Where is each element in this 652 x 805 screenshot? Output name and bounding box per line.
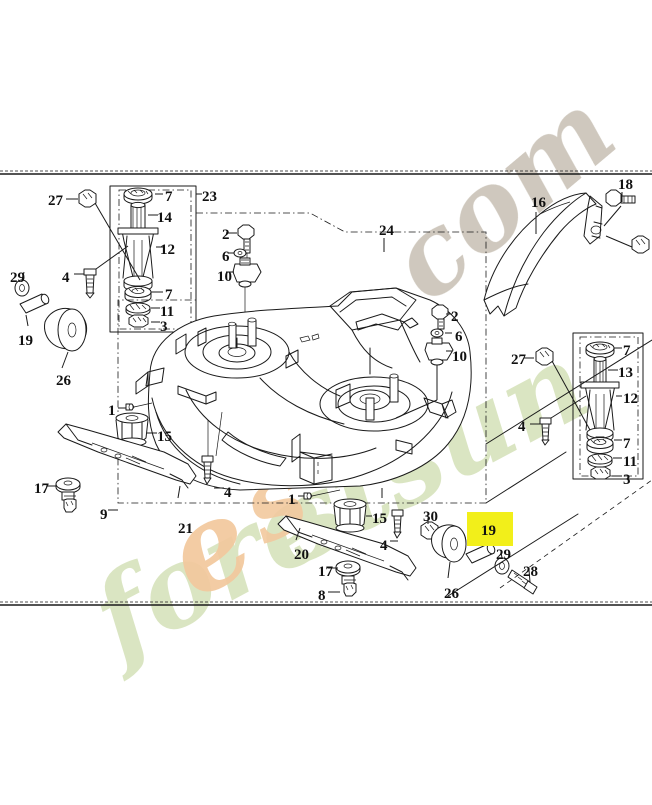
callout-number-8[interactable]: 8 — [318, 588, 326, 604]
callout-number-4[interactable]: 4 — [224, 485, 232, 501]
part-17-right-washer — [335, 560, 361, 577]
callout-number-4[interactable]: 4 — [62, 270, 70, 286]
part-11-right-washer — [587, 453, 613, 468]
callout-number-14[interactable]: 14 — [157, 210, 172, 226]
callout-number-10[interactable]: 10 — [452, 349, 467, 365]
callout-number-4[interactable]: 4 — [380, 538, 388, 554]
part-7-top-right-bearing — [585, 341, 615, 359]
callout-number-17[interactable]: 17 — [318, 564, 333, 580]
callout-number-27[interactable]: 27 — [48, 193, 63, 209]
part-2-top-bolt — [237, 224, 255, 266]
deck-perspective-guides — [447, 339, 652, 597]
callout-number-11[interactable]: 11 — [160, 304, 175, 320]
callout-number-19[interactable]: 19 — [18, 333, 33, 349]
part-14-left-shaft — [130, 201, 146, 232]
callout-number-20[interactable]: 20 — [294, 547, 309, 563]
callout-number-29[interactable]: 29 — [10, 270, 25, 286]
group-box-right-spindle — [572, 332, 644, 480]
part-28-right-bolt — [507, 569, 538, 595]
callout-number-11[interactable]: 11 — [623, 454, 638, 470]
callout-number-27[interactable]: 27 — [511, 352, 526, 368]
callout-number-7[interactable]: 7 — [165, 189, 173, 205]
part-27-chute-nut — [605, 235, 650, 254]
part-19-left-spacer — [19, 293, 50, 327]
callout-number-12[interactable]: 12 — [160, 242, 175, 258]
callout-number-7[interactable]: 7 — [623, 436, 631, 452]
callout-number-15[interactable]: 15 — [372, 511, 387, 527]
callout-number-18[interactable]: 18 — [618, 177, 633, 193]
callout-number-1[interactable]: 1 — [108, 403, 116, 419]
callout-number-21[interactable]: 21 — [178, 521, 193, 537]
callout-number-12[interactable]: 12 — [623, 391, 638, 407]
part-6-right-washer — [430, 328, 444, 338]
callout-number-28[interactable]: 28 — [523, 564, 538, 580]
page-border-bottom — [0, 601, 652, 606]
part-7-top-left-bearing — [123, 187, 153, 205]
highlighted-callout-number-19[interactable]: 19 — [481, 523, 496, 539]
part-4-blade-bolt — [391, 509, 404, 539]
callout-number-13[interactable]: 13 — [618, 365, 633, 381]
callout-number-30[interactable]: 30 — [423, 509, 438, 525]
part-27-left-nut — [78, 189, 141, 281]
part-9-left-bolt — [61, 491, 77, 513]
part-15-right-blade-hub — [333, 498, 367, 533]
callout-number-3[interactable]: 3 — [623, 472, 631, 488]
callout-number-2[interactable]: 2 — [451, 309, 459, 325]
callout-number-26[interactable]: 26 — [444, 586, 459, 602]
part-4-mid-bolt — [201, 411, 223, 485]
part-1-left-pin — [125, 402, 153, 411]
page-border-top — [0, 170, 652, 175]
callout-number-6[interactable]: 6 — [455, 329, 463, 345]
callout-number-15[interactable]: 15 — [157, 429, 172, 445]
callout-number-24[interactable]: 24 — [379, 223, 394, 239]
part-10-right-fitting — [395, 337, 454, 419]
part-29-right-washer — [494, 551, 510, 575]
part-26-left-wheel — [44, 307, 88, 369]
callout-number-7[interactable]: 7 — [165, 287, 173, 303]
part-29-left-washer — [14, 271, 30, 297]
callout-number-17[interactable]: 17 — [34, 481, 49, 497]
callout-number-16[interactable]: 16 — [531, 195, 546, 211]
callout-number-4[interactable]: 4 — [518, 419, 526, 435]
callout-number-26[interactable]: 26 — [56, 373, 71, 389]
part-8-right-bolt — [341, 575, 357, 597]
callout-number-7[interactable]: 7 — [623, 343, 631, 359]
part-7-lower-left-bearing — [124, 286, 152, 303]
part-16-discharge-chute — [483, 192, 603, 317]
callout-number-29[interactable]: 29 — [496, 547, 511, 563]
callout-number-3[interactable]: 3 — [160, 319, 168, 335]
part-20-right-blade — [277, 515, 417, 581]
part-2-right-bolt — [431, 304, 449, 330]
callout-number-1[interactable]: 1 — [288, 492, 296, 508]
part-12-left-spindle-housing — [117, 227, 159, 295]
part-4-right-bolt — [539, 395, 587, 446]
part-1-right-pin — [303, 489, 341, 500]
part-27-right-nut — [535, 347, 591, 431]
part-10-top-fitting — [232, 257, 262, 345]
part-4-left-bolt — [83, 245, 129, 299]
part-3-right-nut — [590, 466, 611, 480]
callout-number-23[interactable]: 23 — [202, 189, 217, 205]
callout-number-9[interactable]: 9 — [100, 507, 108, 523]
part-18-chute-bolt — [603, 189, 636, 227]
callout-number-2[interactable]: 2 — [222, 227, 230, 243]
callout-number-10[interactable]: 10 — [217, 269, 232, 285]
part-21-left-blade — [57, 423, 197, 499]
part-26-right-wheel — [431, 524, 467, 579]
callout-number-6[interactable]: 6 — [222, 249, 230, 265]
part-15-left-blade-hub — [115, 412, 152, 447]
part-3-left-nut — [128, 314, 149, 328]
callout-leader-lines — [46, 192, 623, 593]
